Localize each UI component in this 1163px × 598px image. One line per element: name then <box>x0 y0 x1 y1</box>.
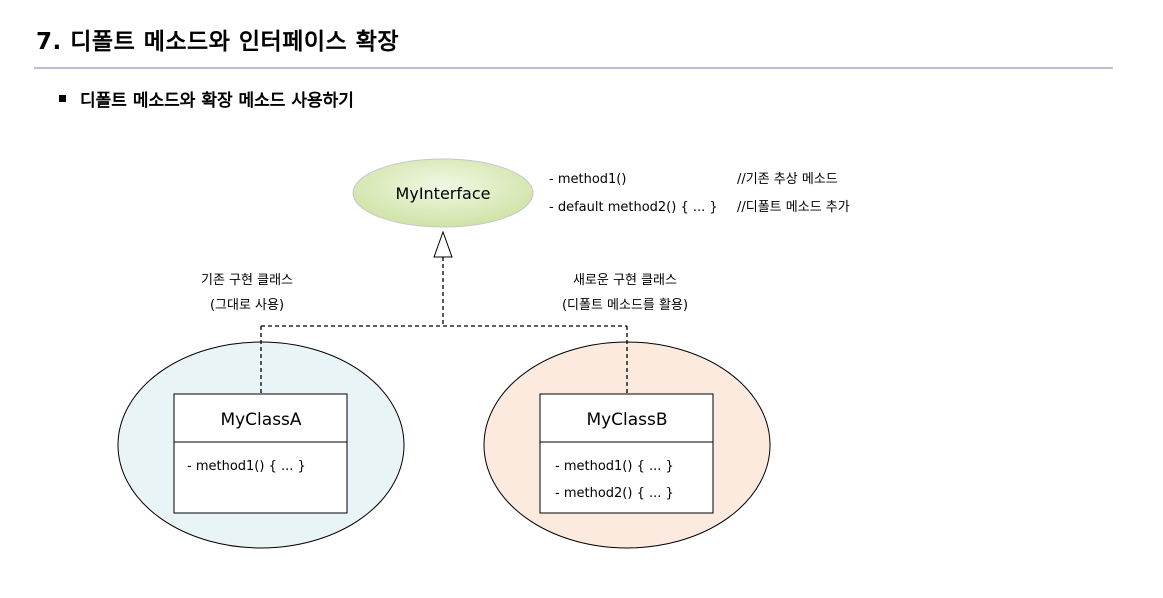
realization-connector <box>260 257 628 394</box>
interface-comment-2: //디폴트 메소드 추가 <box>737 200 850 215</box>
interface-ellipse <box>352 158 534 228</box>
class-b-member-2: - method2() { ... } <box>555 486 674 501</box>
bullet-icon <box>59 95 66 102</box>
interface-member-2: - default method2() { ... } <box>549 200 718 215</box>
left-label-line-2: (그대로 사용) <box>210 298 284 313</box>
right-label-line-1: 새로운 구현 클래스 <box>573 273 677 288</box>
interface-name: MyInterface <box>396 184 491 203</box>
title-divider <box>34 67 1113 69</box>
left-label-line-1: 기존 구현 클래스 <box>201 273 293 288</box>
class-a-box <box>173 393 348 514</box>
interface-member-1: - method1() <box>549 172 626 187</box>
realization-arrowhead-icon <box>433 230 453 258</box>
class-b-box <box>539 393 714 514</box>
class-b-name: MyClassB <box>586 410 667 430</box>
page-title: 7. 디폴트 메소드와 인터페이스 확장 <box>36 29 400 55</box>
section-subtitle: 디폴트 메소드와 확장 메소드 사용하기 <box>80 91 354 111</box>
class-a-member-1: - method1() { ... } <box>187 459 306 474</box>
interface-comment-1: //기존 추상 메소드 <box>737 172 838 187</box>
class-b-member-1: - method1() { ... } <box>555 459 674 474</box>
right-label-line-2: (디폴트 메소드를 활용) <box>562 298 688 313</box>
class-a-name: MyClassA <box>220 410 301 430</box>
